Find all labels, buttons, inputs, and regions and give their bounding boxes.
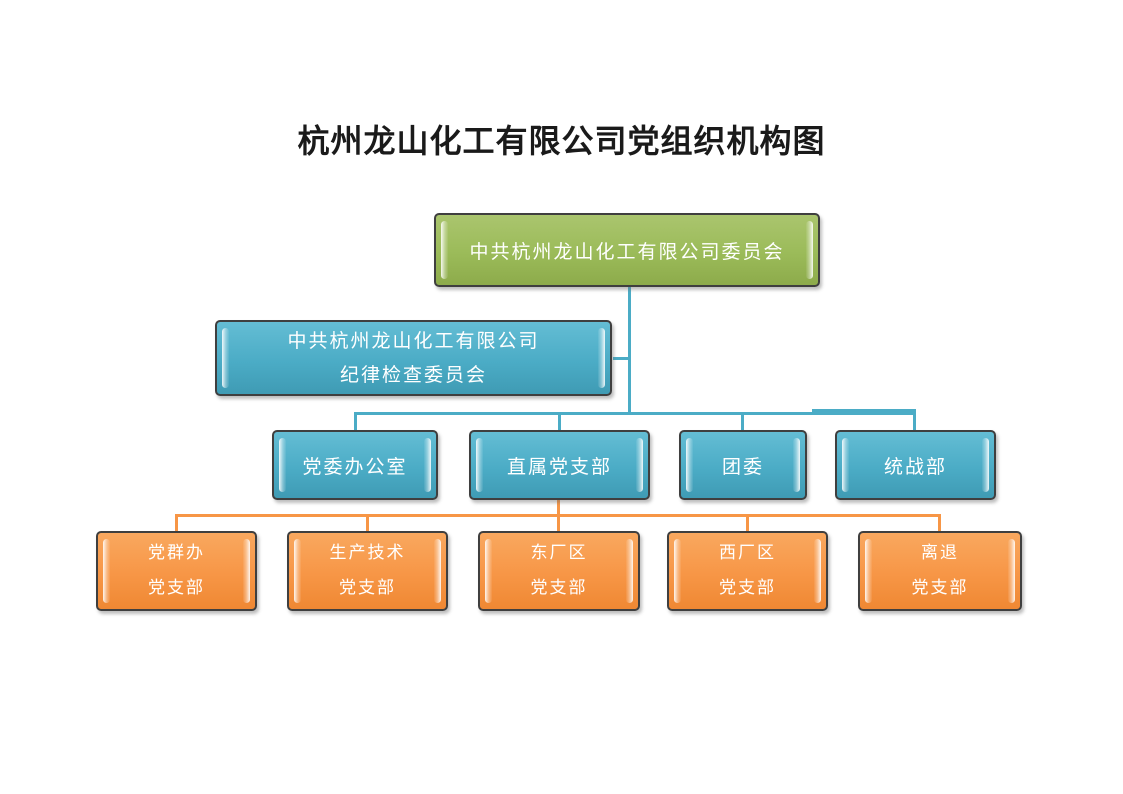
connector-level3-drop-east-plant [557, 514, 560, 531]
node-label-line1: 东厂区 [530, 543, 588, 563]
node-label: 党委办公室 [302, 455, 408, 478]
node-label-line1: 生产技术 [329, 543, 406, 563]
node-label: 统战部 [883, 455, 947, 478]
connector-level2-horizontal [354, 412, 916, 415]
node-label: 团委 [721, 455, 764, 478]
page-title: 杭州龙山化工有限公司党组织机构图 [297, 123, 826, 159]
node-branch-retired: 离退 党支部 [858, 531, 1022, 611]
node-label-line2: 党支部 [719, 578, 776, 598]
connector-level3-drop-west-plant [746, 514, 749, 531]
connector-level2-horizontal-right [812, 409, 916, 412]
node-branch-west-plant: 西厂区 党支部 [667, 531, 828, 611]
connector-level2-drop-direct-branch [558, 412, 561, 430]
node-party-office: 党委办公室 [272, 430, 438, 500]
node-label-line1: 离退 [921, 543, 959, 563]
connector-level3-drop-production-tech [366, 514, 369, 531]
node-label-line2: 党支部 [339, 578, 396, 598]
node-label: 中共杭州龙山化工有限公司委员会 [469, 240, 785, 263]
connector-root-vertical [628, 287, 631, 413]
node-party-committee: 中共杭州龙山化工有限公司委员会 [434, 213, 820, 287]
connector-level3-drop-party-mass [175, 514, 178, 531]
connector-level3-drop-retired [938, 514, 941, 531]
node-branch-east-plant: 东厂区 党支部 [478, 531, 640, 611]
node-youth-league: 团委 [679, 430, 807, 500]
node-label-line1: 西厂区 [719, 543, 776, 563]
node-branch-party-mass: 党群办 党支部 [96, 531, 257, 611]
node-branch-production-tech: 生产技术 党支部 [287, 531, 448, 611]
connector-level2-drop-party-office [354, 412, 357, 430]
node-label-line2: 党支部 [911, 578, 969, 598]
node-label-line2: 纪律检查委员会 [339, 364, 487, 386]
connector-level3-stem [557, 500, 560, 515]
connector-level2-drop-united-front [913, 409, 916, 430]
node-direct-party-branch: 直属党支部 [469, 430, 650, 500]
node-united-front-dept: 统战部 [835, 430, 996, 500]
connector-discipline-stub [613, 357, 630, 360]
node-label: 直属党支部 [506, 455, 612, 478]
connector-level2-drop-youth-league [741, 412, 744, 430]
node-label-line2: 党支部 [530, 578, 588, 598]
node-label-line1: 中共杭州龙山化工有限公司 [287, 330, 540, 352]
node-discipline-committee: 中共杭州龙山化工有限公司 纪律检查委员会 [215, 320, 612, 396]
node-label-line2: 党支部 [148, 578, 205, 598]
node-label-line1: 党群办 [148, 543, 205, 563]
